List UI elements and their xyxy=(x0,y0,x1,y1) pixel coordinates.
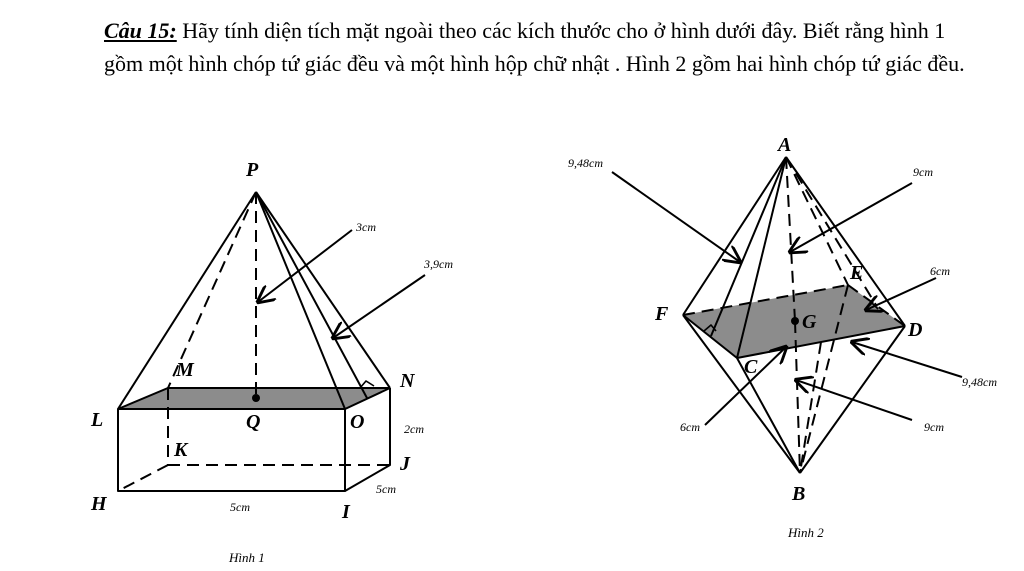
arrow-9-48cm-bottom xyxy=(852,342,963,378)
edge-AD xyxy=(785,156,906,327)
point-Q-dot xyxy=(252,394,260,402)
dim-9cm-bottom: 9cm xyxy=(924,420,944,434)
dim-6cm-top: 6cm xyxy=(930,264,950,278)
label-C: C xyxy=(744,356,758,378)
label-B: B xyxy=(791,483,805,505)
dim-3-9cm: 3,9cm xyxy=(423,257,453,271)
dim-6cm-bottom: 6cm xyxy=(680,420,700,434)
box-right-edges xyxy=(344,388,391,492)
question-body: Hãy tính diện tích mặt ngoài theo các kí… xyxy=(104,18,965,76)
dim-2cm: 2cm xyxy=(404,422,424,436)
arrow-9cm-bottom xyxy=(796,380,913,421)
dim-9cm-top: 9cm xyxy=(913,165,933,179)
dim-5cm-front: 5cm xyxy=(230,500,250,514)
label-I: I xyxy=(341,501,351,523)
label-F: F xyxy=(654,303,669,325)
label-K: K xyxy=(173,439,189,461)
label-M: M xyxy=(175,359,195,381)
dim-3cm: 3cm xyxy=(355,220,376,234)
height-BG xyxy=(794,320,801,474)
arrow-9cm-top xyxy=(790,182,913,252)
label-G: G xyxy=(802,311,817,333)
dim-9-48cm-bottom: 9,48cm xyxy=(962,375,997,389)
label-O: O xyxy=(350,411,364,433)
caption-1: Hình 1 xyxy=(228,550,265,565)
edge-BE xyxy=(799,284,849,474)
edge-AE xyxy=(785,156,849,286)
arrow-3-9cm xyxy=(333,274,426,338)
label-N: N xyxy=(399,370,416,392)
question-label: Câu 15: xyxy=(104,18,177,43)
edge-PM xyxy=(167,191,257,389)
label-A: A xyxy=(776,134,791,156)
edge-KH xyxy=(117,464,169,492)
edge-PN xyxy=(255,191,391,389)
caption-2: Hình 2 xyxy=(787,525,824,540)
figure-1: P M N L O Q K J H I 3cm 3,9cm 2cm 5cm 5c… xyxy=(90,159,453,565)
arrow-3cm xyxy=(258,229,353,302)
label-J: J xyxy=(399,453,411,475)
edge-FE xyxy=(682,284,849,316)
slant-AE-D xyxy=(785,156,877,306)
slant-AF-C xyxy=(710,156,787,337)
slant-B-CD xyxy=(799,341,822,474)
arrow-6cm-bottom xyxy=(704,347,786,426)
right-angle-mark-F xyxy=(703,324,717,332)
figure-2: A E F G D C B 9,48cm 9cm 6cm 9,48cm 9cm … xyxy=(568,134,997,540)
dim-9-48cm-top: 9,48cm xyxy=(568,156,603,170)
question-text: Câu 15: Hãy tính diện tích mặt ngoài the… xyxy=(104,14,974,80)
edge-BF xyxy=(682,314,801,474)
label-H: H xyxy=(90,493,108,515)
edge-ED xyxy=(847,284,906,327)
edge-PO xyxy=(255,191,346,410)
arrow-9-48cm-top xyxy=(611,171,740,262)
dim-5cm-side: 5cm xyxy=(376,482,396,496)
slant-height xyxy=(255,191,368,399)
arrow-6cm-top xyxy=(866,277,937,310)
edge-BC xyxy=(736,357,801,474)
box-front-face xyxy=(117,408,346,492)
label-D: D xyxy=(907,319,922,341)
label-L: L xyxy=(90,409,103,431)
edge-PL xyxy=(117,191,257,410)
edge-FC xyxy=(682,314,738,359)
label-E: E xyxy=(849,262,863,284)
right-angle-mark xyxy=(359,380,375,389)
edge-AC xyxy=(736,156,787,359)
point-G-dot xyxy=(791,317,799,325)
label-P: P xyxy=(245,159,259,181)
edge-AF xyxy=(682,156,787,316)
label-Q: Q xyxy=(246,411,260,433)
